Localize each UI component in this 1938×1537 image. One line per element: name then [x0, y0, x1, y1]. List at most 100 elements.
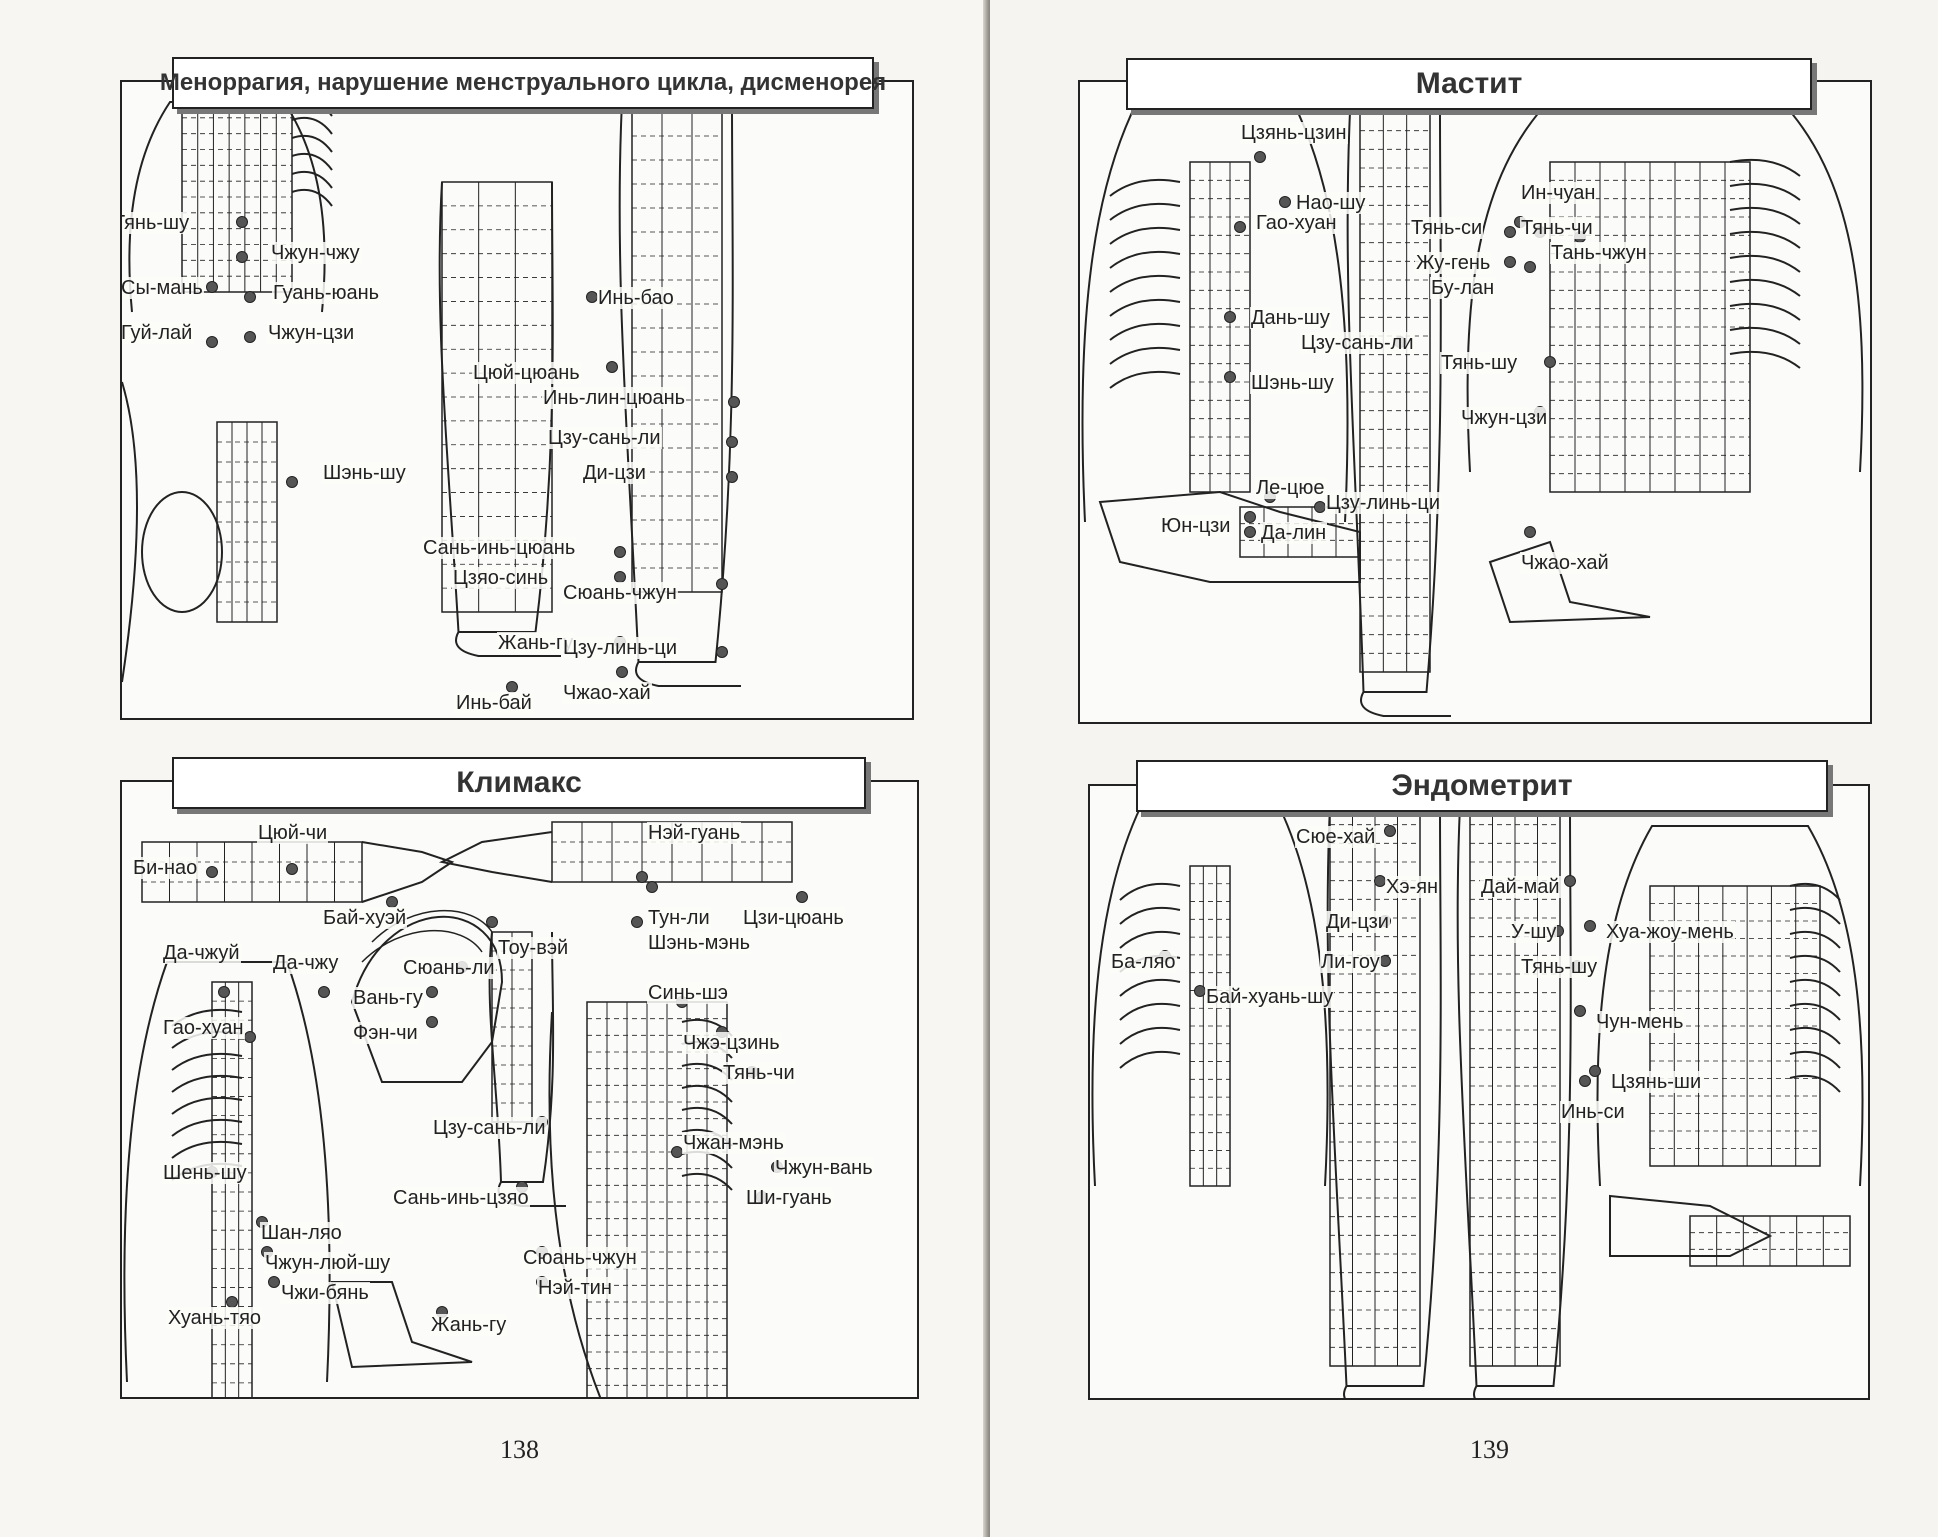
acupoint-marker	[1314, 501, 1326, 513]
rib	[171, 1096, 243, 1115]
point-label: Гуань-юань	[272, 282, 381, 304]
anatomy-diagram	[1091, 805, 1864, 1398]
acupoint-marker	[206, 281, 218, 293]
foot-outline	[455, 631, 561, 657]
point-label: Юн-цзи	[1160, 515, 1232, 537]
leg-outline	[1456, 805, 1572, 1387]
point-label: Жань-гу	[497, 632, 575, 654]
point-label: Нэй-гуань	[647, 822, 742, 844]
side-outline	[548, 1011, 602, 1397]
point-label: Ши-гуань	[745, 1187, 833, 1209]
acupoint-marker	[1504, 256, 1516, 268]
anatomy-diagram	[1081, 101, 1864, 717]
acupoint-marker	[1574, 1005, 1586, 1017]
rib	[1729, 302, 1801, 321]
acupoint-marker	[646, 881, 658, 893]
foot-outline	[635, 661, 741, 687]
rib	[1789, 1026, 1841, 1045]
rib	[1789, 930, 1841, 949]
acupoint-marker	[614, 546, 626, 558]
point-label: Цзу-линь-ци	[1325, 492, 1441, 514]
rib	[1119, 978, 1181, 997]
point-label: Дань-шу	[1250, 307, 1331, 329]
point-label: Шэнь-мэнь	[647, 932, 752, 954]
acupoint-marker	[268, 1276, 280, 1288]
rib	[681, 1172, 733, 1191]
rib	[1729, 230, 1801, 249]
pelvis	[141, 491, 223, 613]
point-label: Сань-инь-цзяо	[392, 1187, 530, 1209]
point-label: Да-чжу	[272, 952, 340, 974]
point-label: Тоу-вэй	[497, 937, 570, 959]
rib	[1789, 906, 1841, 925]
acupoint-marker	[1579, 1075, 1591, 1087]
point-label: Сюань-ли	[402, 957, 496, 979]
acupoint-marker	[614, 571, 626, 583]
rib	[171, 1140, 243, 1159]
point-label: Нэй-тин	[537, 1277, 613, 1299]
acupoint-marker	[1589, 1065, 1601, 1077]
acupoint-marker	[606, 361, 618, 373]
meridian-grid	[211, 981, 253, 1397]
rib	[1109, 298, 1181, 317]
acupoint-marker	[1504, 226, 1516, 238]
foot-outline	[1343, 1385, 1348, 1398]
point-label: Дай-май	[1480, 876, 1561, 898]
point-label: Чжао-хай	[562, 682, 652, 704]
acupoint-marker	[506, 681, 518, 693]
rib	[1729, 158, 1801, 177]
point-label: Сюань-чжун	[522, 1247, 638, 1269]
rib	[1109, 202, 1181, 221]
point-label: Фэн-чи	[352, 1022, 419, 1044]
point-label: Чун-мень	[1595, 1011, 1685, 1033]
point-label: Тун-ли	[647, 907, 711, 929]
acupoint-marker	[386, 896, 398, 908]
acupoint-marker	[726, 436, 738, 448]
foot-outline	[330, 1281, 473, 1369]
point-label: Да-чжуй	[162, 942, 241, 964]
acupoint-marker	[1254, 151, 1266, 163]
rib	[1109, 226, 1181, 245]
rib	[1789, 1050, 1841, 1069]
point-label: Чжун-цзи	[267, 322, 356, 344]
acupoint-marker	[318, 986, 330, 998]
rib	[1119, 882, 1181, 901]
point-label: Нао-шу	[1295, 192, 1367, 214]
point-label: Чжао-хай	[1520, 552, 1610, 574]
page-number-right: 139	[1470, 1435, 1509, 1464]
acupoint-marker	[1244, 511, 1256, 523]
foot-outline	[1473, 1385, 1478, 1398]
point-label: Ле-цюе	[1255, 477, 1326, 499]
point-label: Шэнь-шу	[1250, 372, 1335, 394]
rib	[1119, 1026, 1181, 1045]
acupoint-marker	[716, 578, 728, 590]
point-label: Чжун-люй-шу	[264, 1252, 392, 1274]
point-label: Гуй-лай	[121, 322, 194, 344]
point-label: Бай-хуэй	[322, 907, 408, 929]
acupoint-marker	[1584, 920, 1596, 932]
acupoint-marker	[206, 866, 218, 878]
acupoint-marker	[244, 291, 256, 303]
point-label: Гао-хуан	[162, 1017, 245, 1039]
rib	[1729, 206, 1801, 225]
rib	[1109, 178, 1181, 197]
point-label: Цзянь-ши	[1610, 1071, 1703, 1093]
rib	[171, 1074, 243, 1093]
acupoint-marker	[631, 916, 643, 928]
point-label: Цюй-чи	[257, 822, 329, 844]
foot-outline	[1488, 540, 1651, 624]
rib	[1729, 182, 1801, 201]
acupoint-marker	[286, 476, 298, 488]
panel-title-menorrhagia: Меноррагия, нарушение менструального цик…	[160, 57, 886, 109]
acupoint-marker	[486, 916, 498, 928]
acupoint-marker	[1374, 875, 1386, 887]
point-label: Да-лин	[1260, 522, 1328, 544]
rib	[1789, 978, 1841, 997]
acupoint-marker	[244, 1031, 256, 1043]
scalp-meridian	[361, 929, 483, 963]
point-label: Тянь-шу	[1520, 956, 1599, 978]
rib	[1109, 322, 1181, 341]
